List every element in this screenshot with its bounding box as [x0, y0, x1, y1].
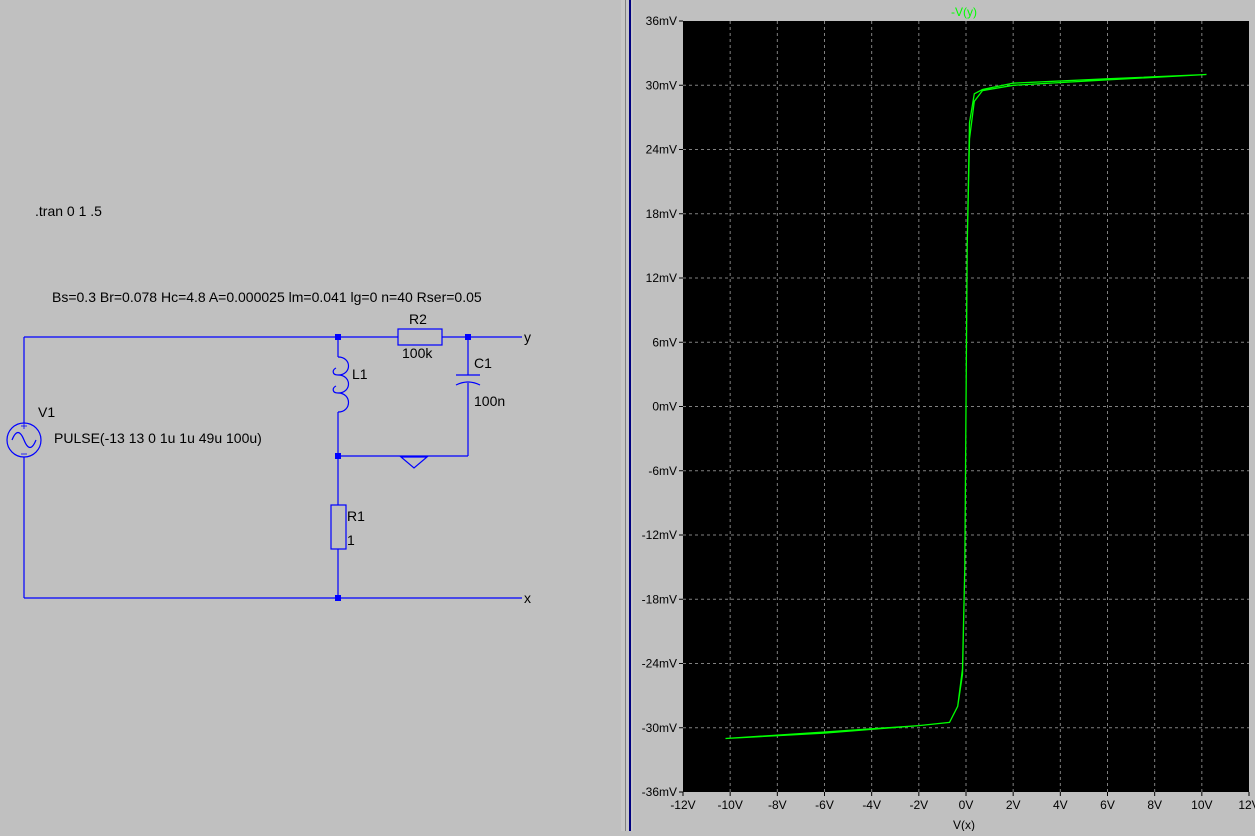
r1-value-label[interactable]: 1 — [347, 532, 355, 548]
y-tick-label: 24mV — [646, 143, 677, 157]
x-tick-label: 0V — [959, 798, 974, 812]
net-label-x[interactable]: x — [524, 590, 531, 606]
r2-resistor-symbol[interactable] — [397, 328, 443, 346]
pane-splitter[interactable] — [621, 0, 633, 831]
schematic-editor[interactable]: .tran 0 1 .5 Bs=0.3 Br=0.078 Hc=4.8 A=0.… — [0, 0, 621, 831]
y-tick-label: 36mV — [646, 14, 677, 28]
x-tick-label: -4V — [862, 798, 881, 812]
y-tick-label: 12mV — [646, 271, 677, 285]
y-tick-label: -18mV — [642, 592, 677, 606]
x-tick-label: -6V — [815, 798, 834, 812]
x-tick-label: -10V — [717, 798, 742, 812]
y-tick-label: -30mV — [642, 721, 677, 735]
y-tick-label: 18mV — [646, 207, 677, 221]
r1-name-label[interactable]: R1 — [347, 508, 365, 524]
l1-name-label[interactable]: L1 — [352, 366, 368, 382]
x-tick-label: -12V — [670, 798, 695, 812]
x-tick-label: 4V — [1053, 798, 1068, 812]
waveform-viewer[interactable]: -12V -10V -8V -6V -4V -2V 0V 2V 4V 6V 8V 10V 12V 36mV… — [633, 0, 1255, 832]
junction-dot — [335, 334, 341, 340]
y-tick-label: -24mV — [642, 657, 677, 671]
x-tick-label: 8V — [1147, 798, 1162, 812]
ground-symbol[interactable] — [399, 456, 429, 469]
r2-value-label[interactable]: 100k — [402, 345, 433, 361]
plot-axes: -12V -10V -8V -6V -4V -2V 0V 2V 4V 6V 8V 10V 12V 36mV… — [642, 14, 1255, 812]
x-tick-label: 12V — [1238, 798, 1255, 812]
v1-source-symbol[interactable] — [6, 422, 42, 458]
x-tick-label: 2V — [1006, 798, 1021, 812]
junction-dot — [335, 595, 341, 601]
plot-grid — [683, 21, 1249, 792]
net-label-y[interactable]: y — [524, 329, 531, 345]
trace-line[interactable] — [725, 73, 1207, 740]
trace-label[interactable]: -V(y) — [951, 5, 977, 19]
v1-value-label[interactable]: PULSE(-13 13 0 1u 1u 49u 100u) — [54, 430, 262, 446]
r2-name-label[interactable]: R2 — [409, 311, 427, 327]
trace-minus-v-y[interactable] — [725, 73, 1207, 740]
tran-directive[interactable]: .tran 0 1 .5 — [35, 203, 102, 219]
r1-resistor-symbol[interactable] — [330, 504, 347, 550]
junction-dot — [335, 453, 341, 459]
core-params-label[interactable]: Bs=0.3 Br=0.078 Hc=4.8 A=0.000025 lm=0.0… — [52, 289, 482, 305]
waveform-plot[interactable]: -12V -10V -8V -6V -4V -2V 0V 2V 4V 6V 8V 10V 12V 36mV… — [633, 0, 1255, 832]
y-tick-label: -36mV — [642, 785, 677, 799]
y-tick-label: -12mV — [642, 528, 677, 542]
x-tick-label: 10V — [1191, 798, 1212, 812]
y-tick-label: -6mV — [648, 464, 677, 478]
y-tick-label: 6mV — [652, 335, 677, 349]
l1-inductor-symbol[interactable] — [332, 356, 350, 413]
y-tick-label: 30mV — [646, 78, 677, 92]
junction-dot — [465, 334, 471, 340]
c1-value-label[interactable]: 100n — [474, 393, 505, 409]
c1-name-label[interactable]: C1 — [474, 355, 492, 371]
x-tick-label: -8V — [768, 798, 787, 812]
v1-name-label[interactable]: V1 — [38, 404, 55, 420]
x-tick-label: 6V — [1100, 798, 1115, 812]
schematic-canvas[interactable]: .tran 0 1 .5 Bs=0.3 Br=0.078 Hc=4.8 A=0.… — [0, 0, 621, 831]
x-tick-label: -2V — [909, 798, 928, 812]
y-tick-label: 0mV — [652, 400, 677, 414]
c1-capacitor-symbol[interactable] — [455, 374, 481, 386]
x-axis-label: V(x) — [953, 818, 975, 831]
